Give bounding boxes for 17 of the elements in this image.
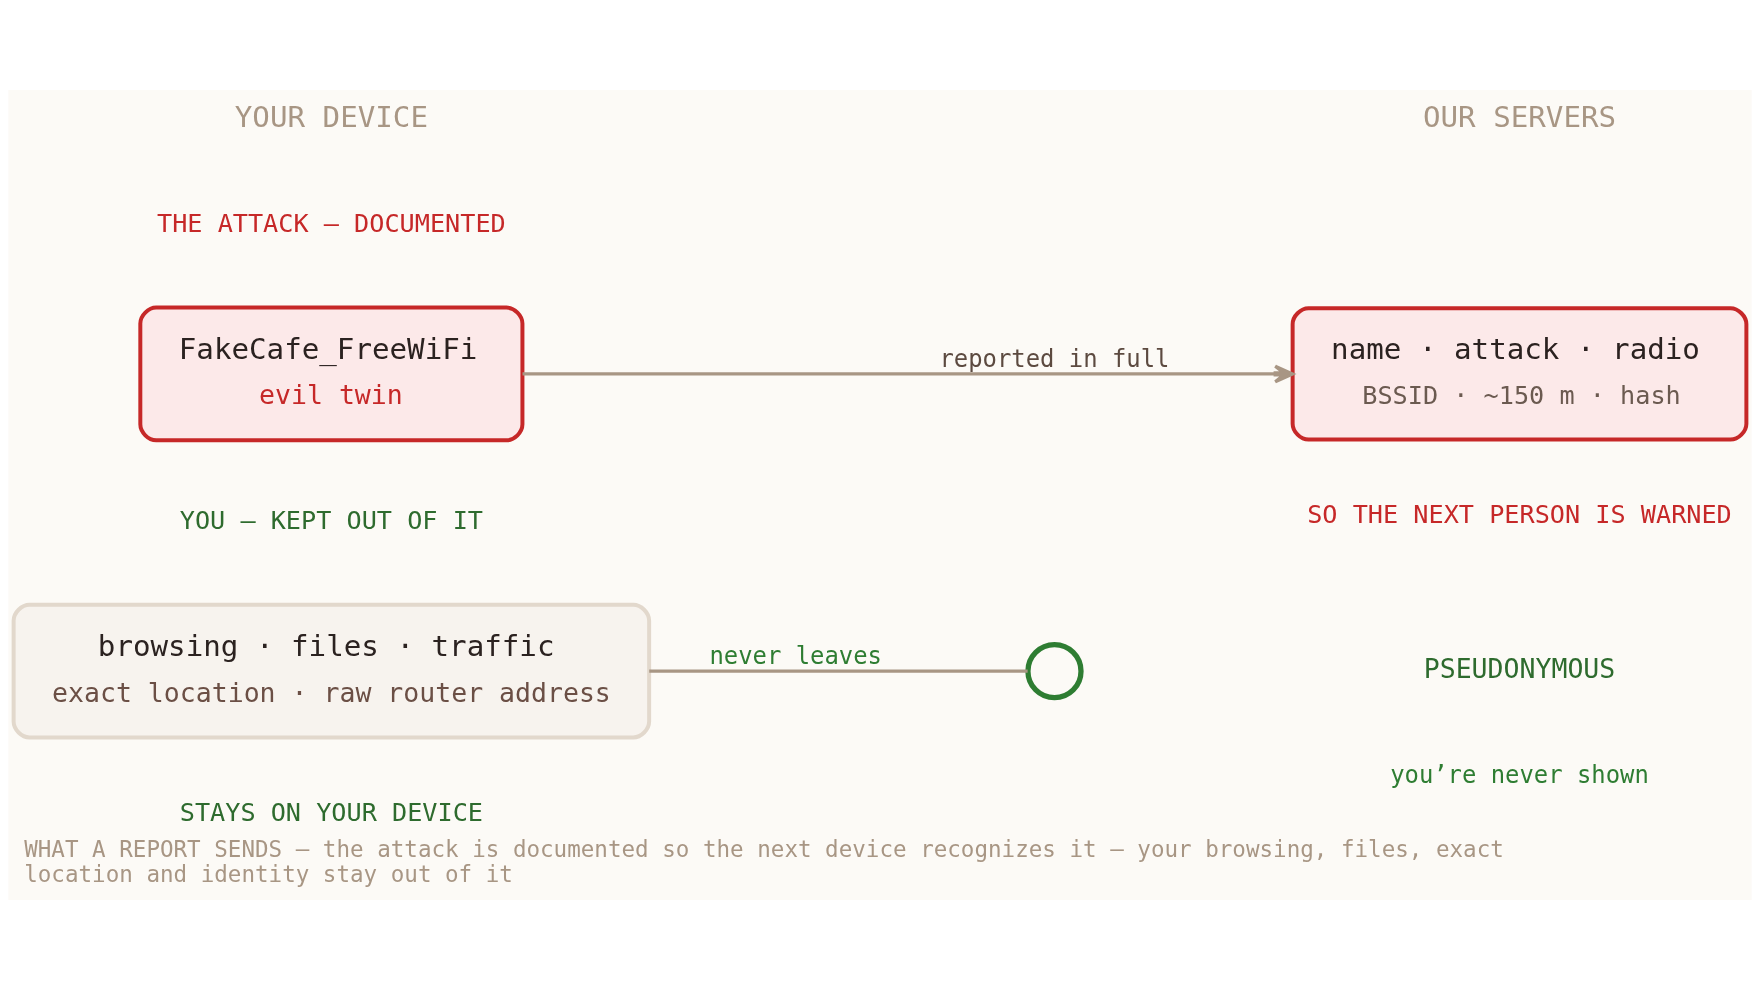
arrow bbox=[522, 364, 1295, 384]
connector bbox=[649, 669, 1028, 673]
label: YOUR DEVICE bbox=[234, 99, 428, 134]
node-label: STAYS ON YOUR DEVICE bbox=[179, 797, 484, 827]
edge-label: never leaves bbox=[709, 641, 882, 670]
label: you’re never shown bbox=[1390, 761, 1649, 790]
caption: WHAT A REPORT SENDS — the attack is documented so the next device recognizes it — your browsing, files, exact location and identity stay out of it bbox=[24, 836, 1504, 888]
label: PSEUDONYMOUS bbox=[1423, 652, 1616, 684]
edge-label: reported in full bbox=[939, 344, 1170, 373]
label: THE ATTACK — DOCUMENTED bbox=[156, 208, 506, 238]
node-circle bbox=[1025, 641, 1084, 701]
node-box: name · attack · radio BSSID · ~150 m · hash bbox=[1290, 306, 1749, 442]
node-label: SO THE NEXT PERSON IS WARNED bbox=[1307, 500, 1732, 530]
label: OUR SERVERS bbox=[1422, 99, 1617, 134]
label: YOU — KEPT OUT OF IT bbox=[179, 505, 484, 535]
node-box: browsing · files · traffic exact location · raw router address bbox=[11, 602, 652, 740]
node-box: FakeCafe_FreeWiFi evil twin bbox=[138, 305, 525, 443]
